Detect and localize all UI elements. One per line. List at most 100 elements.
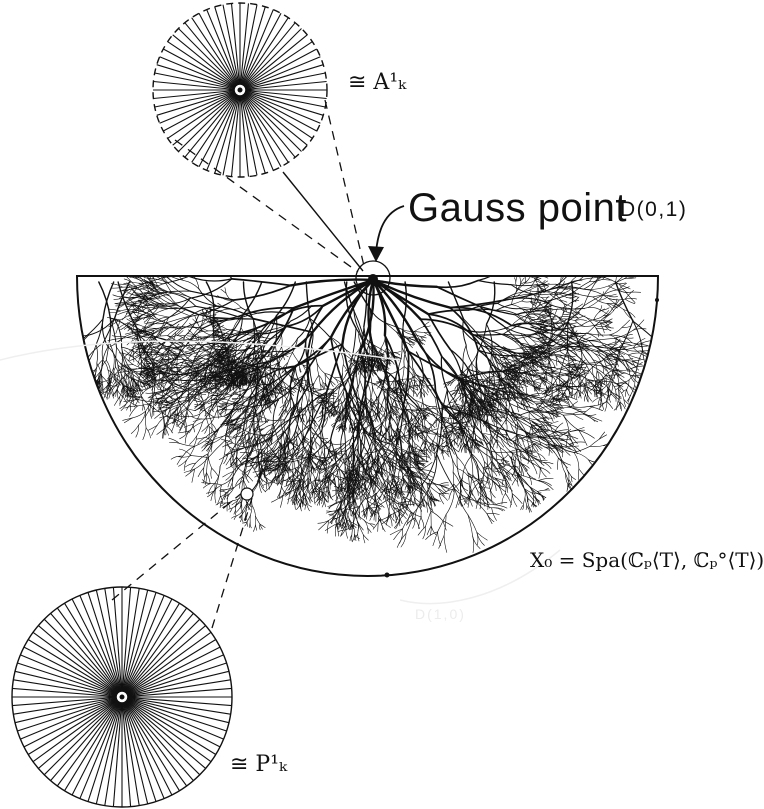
- tree-branch: [592, 295, 608, 298]
- tree-branch: [572, 413, 584, 420]
- tree-branch: [456, 456, 469, 474]
- tree-branch: [523, 276, 535, 279]
- tree-branch: [535, 403, 548, 413]
- tree-branch: [600, 263, 610, 269]
- tree-branch: [343, 428, 346, 454]
- tree-branch: [165, 184, 176, 189]
- tree-branch: [393, 507, 395, 518]
- tree-branch: [550, 339, 558, 344]
- tree-branch: [193, 423, 195, 433]
- tree-branch: [562, 313, 571, 315]
- tree-branch: [145, 255, 151, 264]
- tree-branches: [36, 184, 658, 553]
- tree-branch: [594, 276, 607, 285]
- tree-branch: [586, 238, 588, 254]
- tree-branch: [603, 283, 616, 295]
- tree-branch: [600, 276, 611, 277]
- tree-branch: [173, 262, 180, 268]
- tree-branch: [561, 369, 576, 376]
- tree-branch: [538, 467, 541, 479]
- tree-branch: [510, 423, 522, 431]
- tree-branch: [598, 236, 606, 242]
- tree-branch: [521, 300, 531, 303]
- tree-branch: [557, 305, 585, 330]
- tree-branch: [494, 502, 508, 506]
- tree-branch: [544, 372, 554, 375]
- tree-branch: [505, 437, 511, 447]
- tree-branch: [568, 432, 574, 446]
- tree-branch: [179, 423, 185, 432]
- tree-branch: [606, 264, 614, 272]
- tree-branch: [436, 431, 439, 444]
- tree-branch: [211, 423, 218, 433]
- tree-branch: [487, 390, 494, 398]
- tree-branch: [566, 435, 574, 446]
- tree-branch: [534, 386, 540, 397]
- tree-branch: [621, 343, 632, 346]
- tree-branch: [47, 354, 52, 362]
- tree-branch: [515, 434, 517, 447]
- tree-branch: [172, 199, 180, 211]
- tree-branch: [419, 503, 422, 518]
- tree-branch: [451, 444, 460, 453]
- tree-branch: [511, 493, 523, 504]
- tree-branch: [119, 244, 128, 251]
- tree-branch: [572, 292, 594, 298]
- tree-branch: [525, 371, 540, 376]
- tree-branch: [88, 382, 91, 389]
- tree-branch: [42, 362, 47, 365]
- tree-branch: [183, 185, 185, 202]
- tree-branch: [566, 435, 579, 440]
- tree-branch: [582, 413, 596, 422]
- tree-branch: [602, 279, 613, 281]
- tree-branch: [522, 259, 536, 263]
- tree-branch: [422, 526, 426, 540]
- tree-branch: [540, 397, 564, 416]
- tree-branch: [603, 289, 619, 295]
- tree-branch: [379, 514, 392, 521]
- tree-branch: [136, 245, 142, 253]
- tree-branch: [548, 276, 574, 291]
- tree-branch: [445, 488, 455, 515]
- tree-branch: [548, 286, 585, 291]
- tree-branch: [464, 403, 468, 413]
- tree-branch: [476, 532, 488, 541]
- tree-branch: [184, 255, 186, 264]
- tree-branch: [457, 468, 468, 476]
- tree-branch: [630, 365, 645, 369]
- tree-branch: [167, 270, 175, 273]
- tree-branch: [121, 264, 131, 271]
- tree-branch: [511, 315, 526, 326]
- tree-branch: [407, 402, 418, 410]
- tree-branch: [542, 353, 559, 362]
- tree-branch: [132, 270, 139, 271]
- tree-branch: [257, 311, 287, 315]
- tree-branch: [467, 514, 478, 533]
- tree-branch: [525, 308, 536, 317]
- tree-branch: [485, 410, 506, 431]
- tree-branch: [36, 346, 47, 348]
- tree-branch: [567, 405, 590, 408]
- tree-branch: [143, 265, 153, 275]
- tree-branch: [180, 211, 187, 230]
- tree-branch: [480, 401, 487, 408]
- tree-branch: [519, 277, 521, 285]
- tree-branch: [532, 301, 542, 306]
- tree-branch: [499, 419, 506, 431]
- tree-branch: [618, 258, 629, 266]
- tree-branch: [102, 281, 115, 320]
- tree-branch: [530, 296, 534, 306]
- tree-branch: [144, 266, 157, 272]
- tree-branch: [513, 241, 521, 252]
- tree-branch: [471, 425, 476, 439]
- tree-branch: [497, 408, 511, 424]
- tree-branch: [540, 397, 568, 407]
- tree-branch: [446, 445, 453, 452]
- tree-branch: [537, 336, 546, 339]
- tree-branch: [559, 355, 569, 357]
- tree-branch: [52, 368, 58, 370]
- tree-branch: [614, 302, 624, 309]
- tree-branch: [76, 337, 85, 346]
- tree-branch: [559, 300, 567, 306]
- tree-branch: [172, 200, 175, 215]
